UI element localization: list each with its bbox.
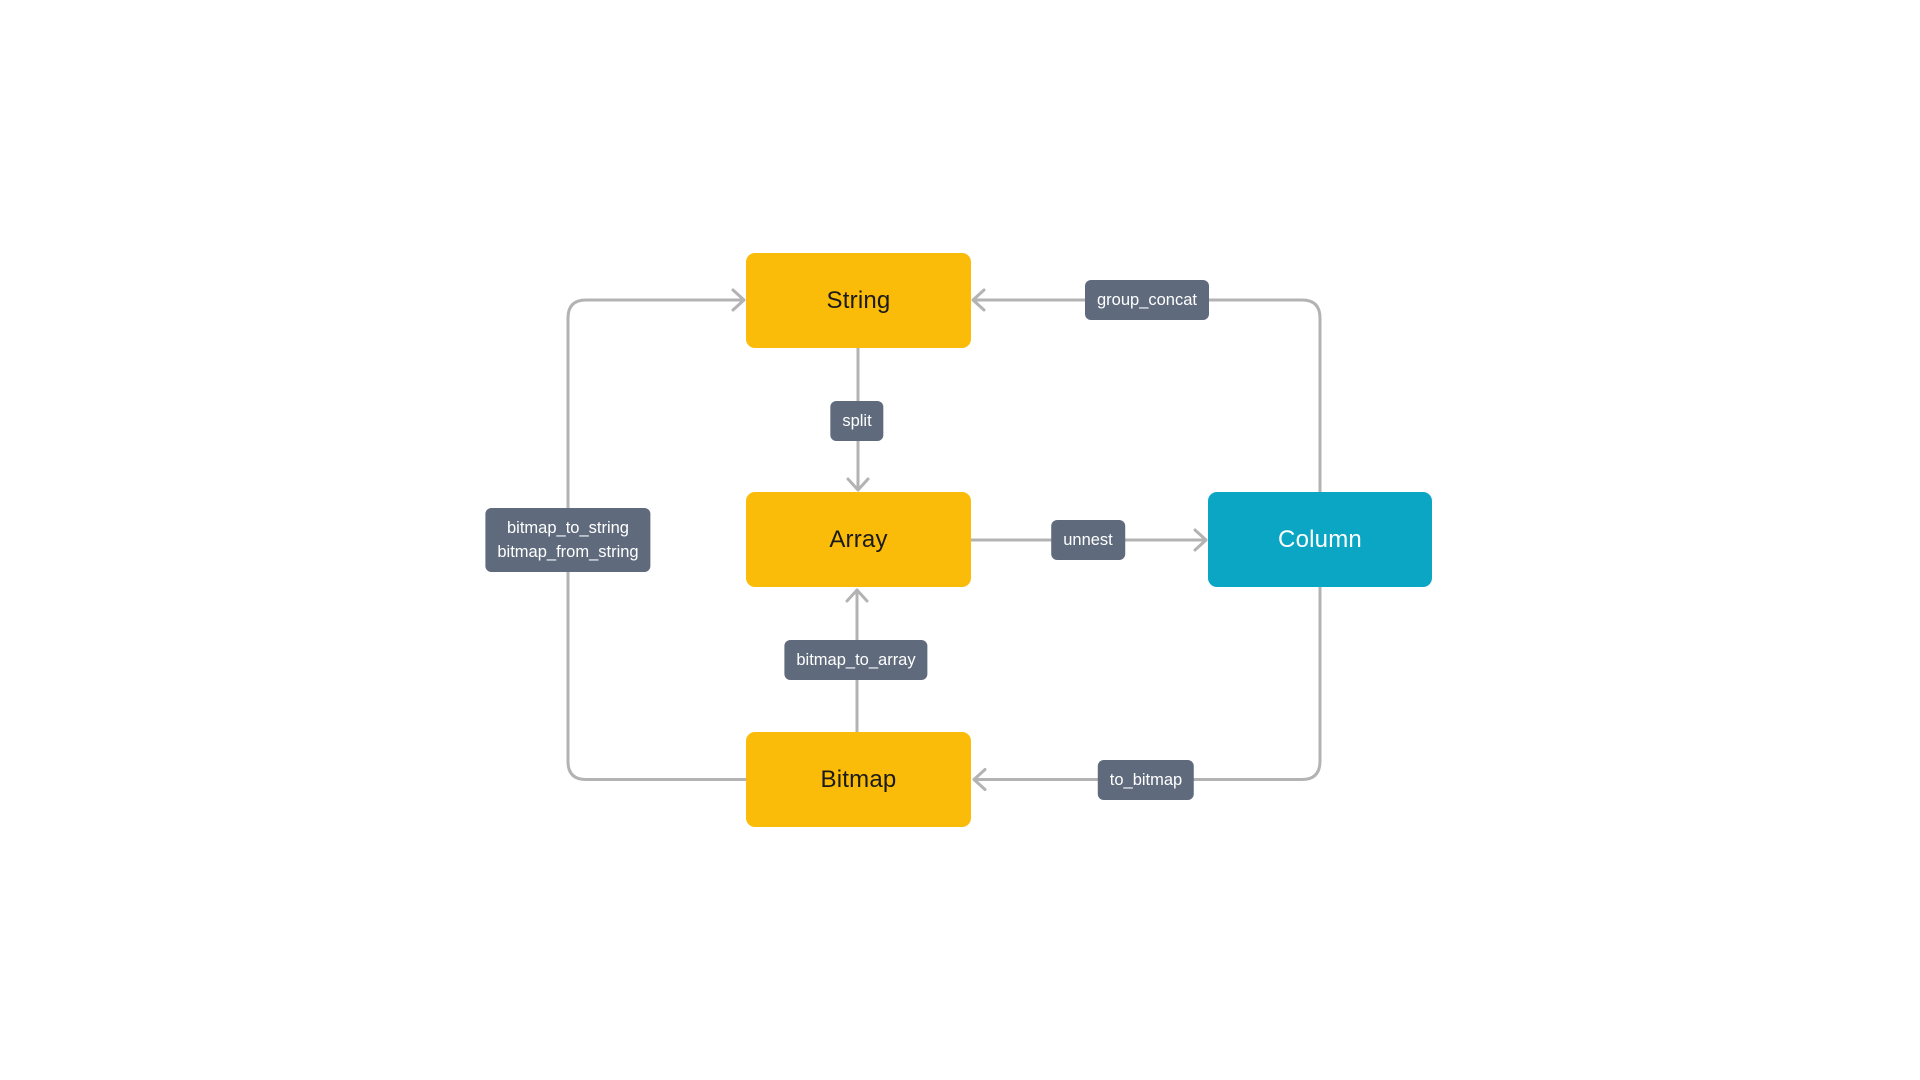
edge-label-bitmap-from-string-line: bitmap_from_string	[497, 543, 639, 561]
edge-label-to-bitmap: to_bitmap	[1097, 760, 1195, 800]
arrowhead-left-icon	[971, 288, 986, 312]
arrowhead-right-icon	[1193, 528, 1208, 552]
node-string: String	[746, 253, 971, 348]
edge-label-split: split	[830, 401, 884, 441]
arrowhead-left-icon	[972, 768, 987, 791]
node-bitmap: Bitmap	[746, 732, 971, 827]
edge-label-bitmap-to-string-line: bitmap_to_string	[506, 519, 629, 537]
edge-label-bitmap-string: bitmap_to_string bitmap_from_string	[485, 508, 651, 572]
edge-label-group-concat: group_concat	[1085, 280, 1209, 320]
arrowhead-down-icon	[846, 477, 870, 492]
arrowhead-up-icon	[845, 588, 869, 603]
edge-to-bitmap-line	[972, 585, 1322, 781]
node-array: Array	[746, 492, 971, 587]
edge-label-bitmap-to-array: bitmap_to_array	[784, 640, 928, 680]
edge-label-unnest: unnest	[1051, 520, 1125, 560]
node-column: Column	[1208, 492, 1432, 587]
arrowhead-right-icon	[731, 288, 746, 312]
edge-group-concat-line	[973, 298, 1322, 494]
